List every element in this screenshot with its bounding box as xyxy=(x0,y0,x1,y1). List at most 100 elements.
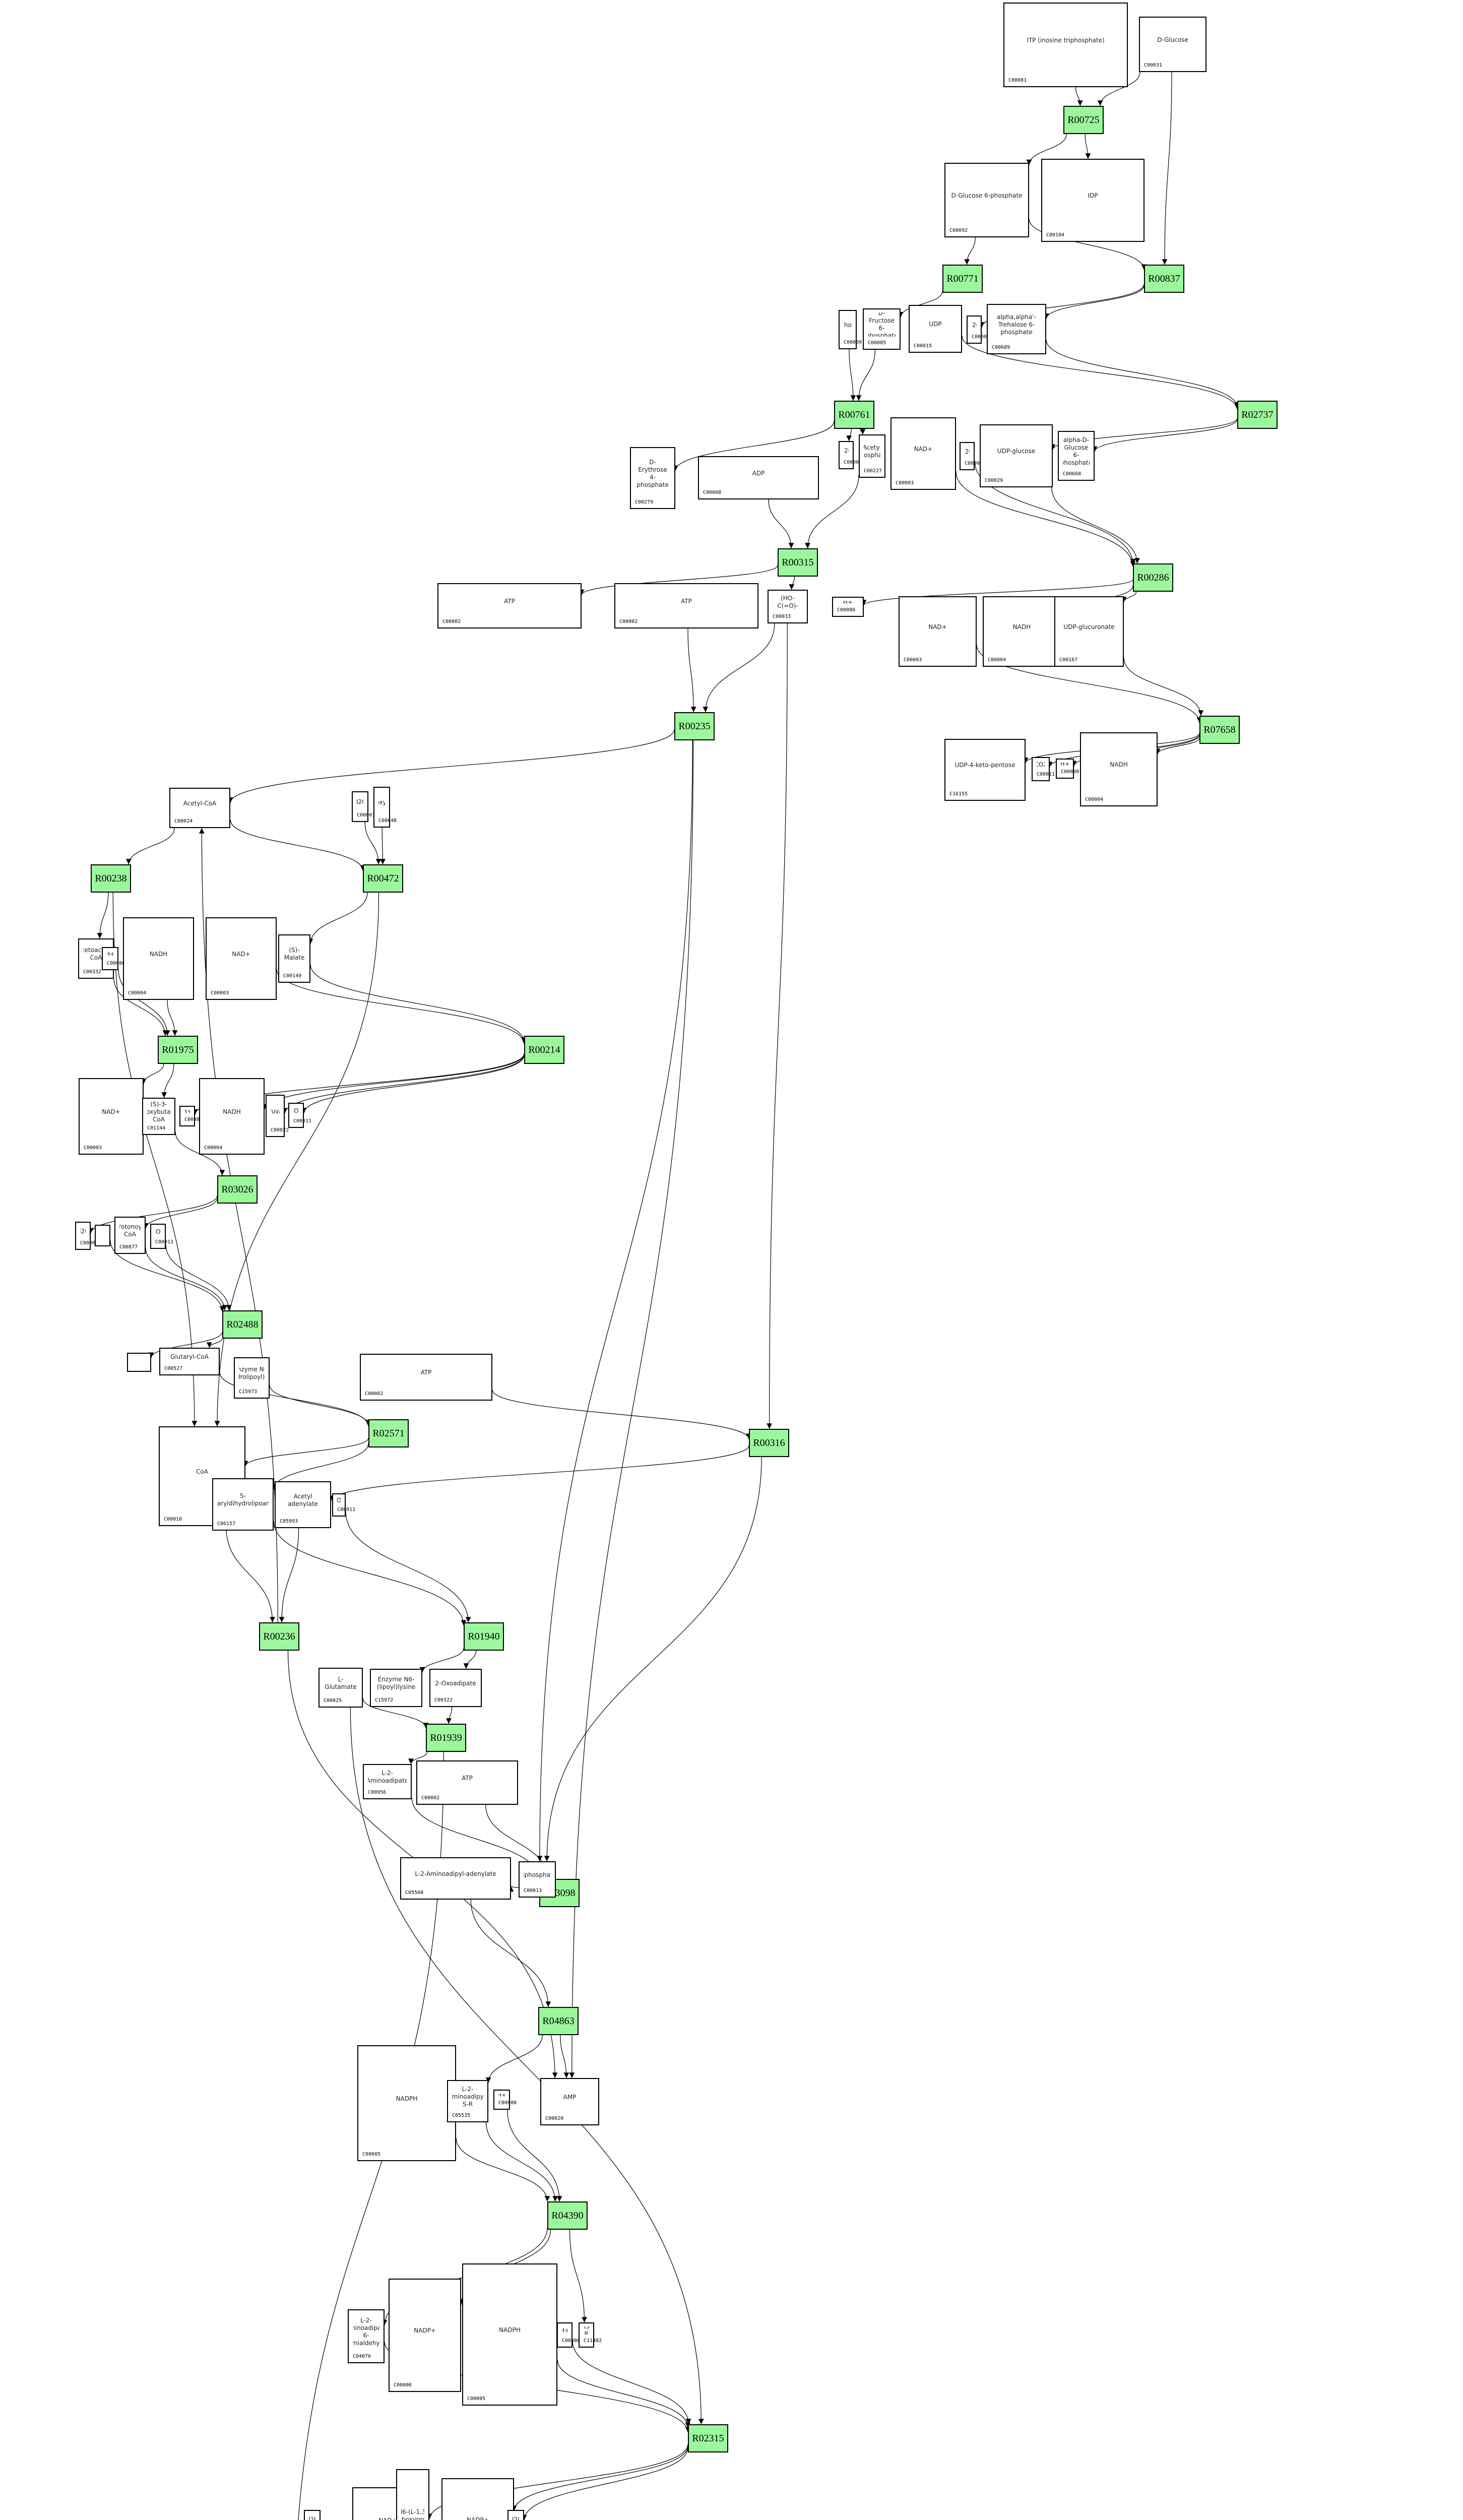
compound-node[interactable]: D-Fructose 6-phosphateC00085 xyxy=(863,308,901,350)
reaction-node[interactable]: R04390 xyxy=(547,2201,588,2230)
compound-node[interactable] xyxy=(127,1353,151,1372)
reaction-node[interactable]: R07658 xyxy=(1199,716,1240,744)
reaction-node[interactable]: R00725 xyxy=(1063,106,1104,134)
compound-node[interactable]: OrthophosphateC00009 xyxy=(839,310,862,349)
compound-node[interactable]: S-GlutaryldihydrolipoamideC06157 xyxy=(212,1478,274,1531)
compound-node[interactable]: H2OC00001 xyxy=(507,2510,524,2520)
structure-drawing: Acetate (HO-C(=O)-CH3) xyxy=(776,594,799,610)
compound-node[interactable] xyxy=(95,1225,110,1246)
reaction-edge xyxy=(446,1707,453,1724)
reaction-node[interactable]: R01940 xyxy=(464,1622,504,1651)
reaction-node[interactable]: R00761 xyxy=(834,401,874,429)
reaction-node[interactable]: R02571 xyxy=(368,1419,409,1447)
compound-node[interactable]: ITP (inosine triphosphate)C00081 xyxy=(1003,3,1128,87)
compound-node[interactable]: H+C00080 xyxy=(1056,759,1079,779)
reaction-node[interactable]: R01975 xyxy=(158,1036,198,1064)
reaction-node[interactable]: R00472 xyxy=(363,864,403,893)
compound-node[interactable]: L-2-Aminoadipate 6-semialdehydeC04076 xyxy=(348,2309,385,2363)
compound-node[interactable]: N6-(L-1,3-Dicarboxypropyl)-L-lysineC0044… xyxy=(396,2469,429,2520)
compound-node[interactable]: NADP+C00006 xyxy=(389,2279,461,2392)
compound-node[interactable]: H+C00080 xyxy=(832,597,864,617)
compound-node[interactable]: NADP+C00006 xyxy=(441,2478,514,2520)
reaction-node[interactable]: R00236 xyxy=(259,1622,299,1651)
reaction-node[interactable]: R00214 xyxy=(524,1036,564,1064)
compound-node[interactable]: CO2C00011 xyxy=(332,1493,355,1517)
compound-node[interactable]: H+C00080 xyxy=(557,2322,580,2348)
reaction-node[interactable]: R02737 xyxy=(1237,401,1278,429)
reaction-node[interactable]: R00771 xyxy=(942,265,983,293)
compound-node[interactable]: CO2C00011 xyxy=(1032,757,1055,781)
compound-node[interactable]: H2OC00001 xyxy=(75,1222,98,1250)
reaction-node[interactable]: R01939 xyxy=(426,1724,466,1752)
compound-node[interactable]: H+C00080 xyxy=(493,2090,517,2110)
compound-node[interactable]: NAD+C00003 xyxy=(890,417,956,490)
reaction-edge xyxy=(687,628,696,713)
reaction-node[interactable]: R03026 xyxy=(217,1175,258,1204)
compound-node[interactable]: H2OC00001 xyxy=(352,791,375,822)
compound-node[interactable]: alpha-D-Glucose 6-phosphateC00668 xyxy=(1058,431,1095,481)
reaction-node[interactable]: R00286 xyxy=(1133,563,1173,592)
reaction-node[interactable]: R00315 xyxy=(778,548,818,577)
compound-node[interactable]: H2OC00001 xyxy=(960,442,983,470)
compound-node[interactable]: NAD+C00003 xyxy=(206,917,277,1000)
compound-node[interactable]: Acetyl phosphateC00227 xyxy=(859,434,885,478)
reaction-edge xyxy=(767,623,788,1429)
compound-id-label: C00031 xyxy=(1144,62,1163,68)
reaction-node[interactable]: R02488 xyxy=(222,1310,263,1339)
compound-node[interactable]: H+C00080 xyxy=(179,1106,203,1126)
compound-node[interactable]: CO2C00011 xyxy=(288,1103,311,1128)
reaction-node[interactable]: R04863 xyxy=(538,2007,579,2035)
compound-node[interactable]: H2OC00001 xyxy=(304,2510,321,2520)
compound-node[interactable]: PyruvateC00022 xyxy=(266,1095,289,1137)
compound-node[interactable]: Acetate (HO-C(=O)-CH3)C00033 xyxy=(768,590,808,623)
compound-node[interactable]: H2OC00001 xyxy=(967,316,990,344)
compound-node[interactable]: H+C00080 xyxy=(102,947,125,970)
compound-node[interactable]: Enzyme N6-(dihydrolipoyl)lysineC15973 xyxy=(234,1357,270,1399)
reaction-node[interactable]: R00235 xyxy=(674,712,715,740)
compound-node[interactable]: GlyoxylateC00048 xyxy=(373,787,397,828)
compound-node[interactable]: DiphosphateC00013 xyxy=(519,1861,556,1898)
reaction-node[interactable]: R00238 xyxy=(91,864,131,893)
compound-node[interactable]: CO2C00011 xyxy=(150,1224,173,1249)
reaction-node[interactable]: R00837 xyxy=(1144,265,1184,293)
compound-node[interactable]: NAD+C00003 xyxy=(79,1078,144,1155)
reaction-node[interactable]: R02315 xyxy=(688,2424,728,2452)
compound-node[interactable]: H2OC00001 xyxy=(839,441,862,469)
reaction-node[interactable]: R00316 xyxy=(749,1429,789,1457)
compound-node[interactable]: NAD+C00003 xyxy=(899,596,977,667)
